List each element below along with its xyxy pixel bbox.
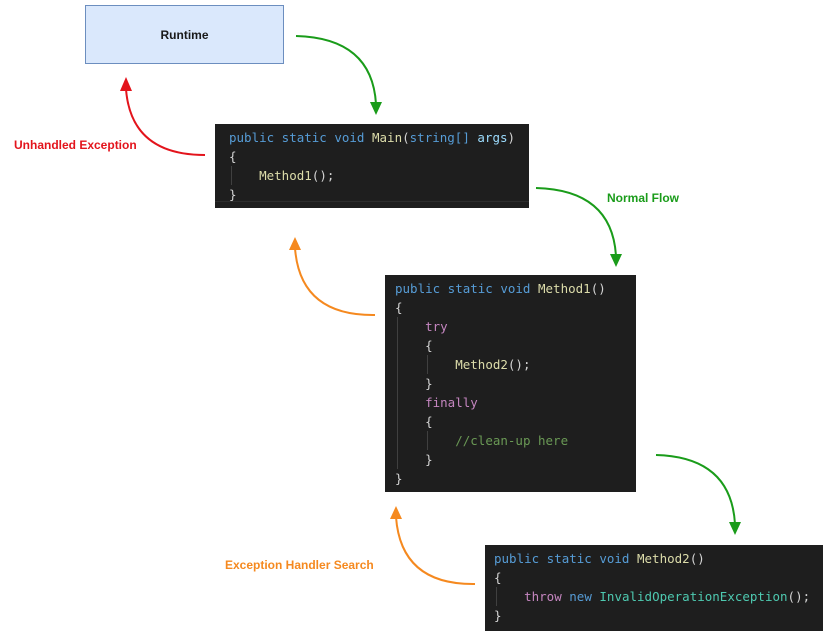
method1-comment: //clean-up here	[395, 431, 636, 450]
arrowhead-down-icon	[729, 522, 741, 535]
arrow-method1-to-method2	[655, 454, 741, 535]
arrow-method1-to-main	[289, 237, 376, 317]
method1-close-brace: }	[395, 471, 403, 486]
method1-open-brace: {	[395, 300, 403, 315]
method2-throw: throw new InvalidOperationException();	[494, 587, 823, 606]
runtime-label: Runtime	[160, 27, 209, 42]
code-block-main: public static void Main(string[] args) {…	[215, 124, 529, 208]
method1-try-open: {	[395, 336, 636, 355]
arrowhead-up-icon	[120, 77, 132, 91]
arrowhead-up-icon	[289, 237, 301, 250]
method1-finally: finally	[395, 393, 636, 412]
arrowhead-up-icon	[390, 506, 402, 519]
method1-try: try	[395, 317, 636, 336]
method1-finally-open: {	[395, 412, 636, 431]
code-block-method2: public static void Method2() { throw new…	[485, 545, 823, 631]
method1-try-close: }	[395, 374, 636, 393]
main-call-method1: Method1();	[229, 166, 529, 185]
arrowhead-down-icon	[370, 102, 382, 115]
runtime-node: Runtime	[85, 5, 284, 64]
main-signature: public static void Main(string[] args)	[229, 130, 516, 145]
method2-close-brace: }	[494, 608, 502, 623]
code-block-method1: public static void Method1() { try { Met…	[385, 275, 636, 492]
method1-call-method2: Method2();	[395, 355, 636, 374]
method2-signature: public static void Method2()	[494, 551, 705, 566]
unhandled-exception-label: Unhandled Exception	[14, 138, 137, 152]
method2-open-brace: {	[494, 570, 502, 585]
method1-finally-close: }	[395, 450, 636, 469]
main-close-brace: }	[229, 187, 237, 202]
arrowhead-down-icon	[610, 254, 622, 267]
method1-signature: public static void Method1()	[395, 281, 606, 296]
exception-handler-search-label: Exception Handler Search	[225, 558, 374, 572]
main-open-brace: {	[229, 149, 237, 164]
arrow-runtime-to-main	[295, 35, 382, 115]
arrow-method2-to-method1	[390, 506, 476, 586]
normal-flow-label: Normal Flow	[607, 191, 680, 205]
